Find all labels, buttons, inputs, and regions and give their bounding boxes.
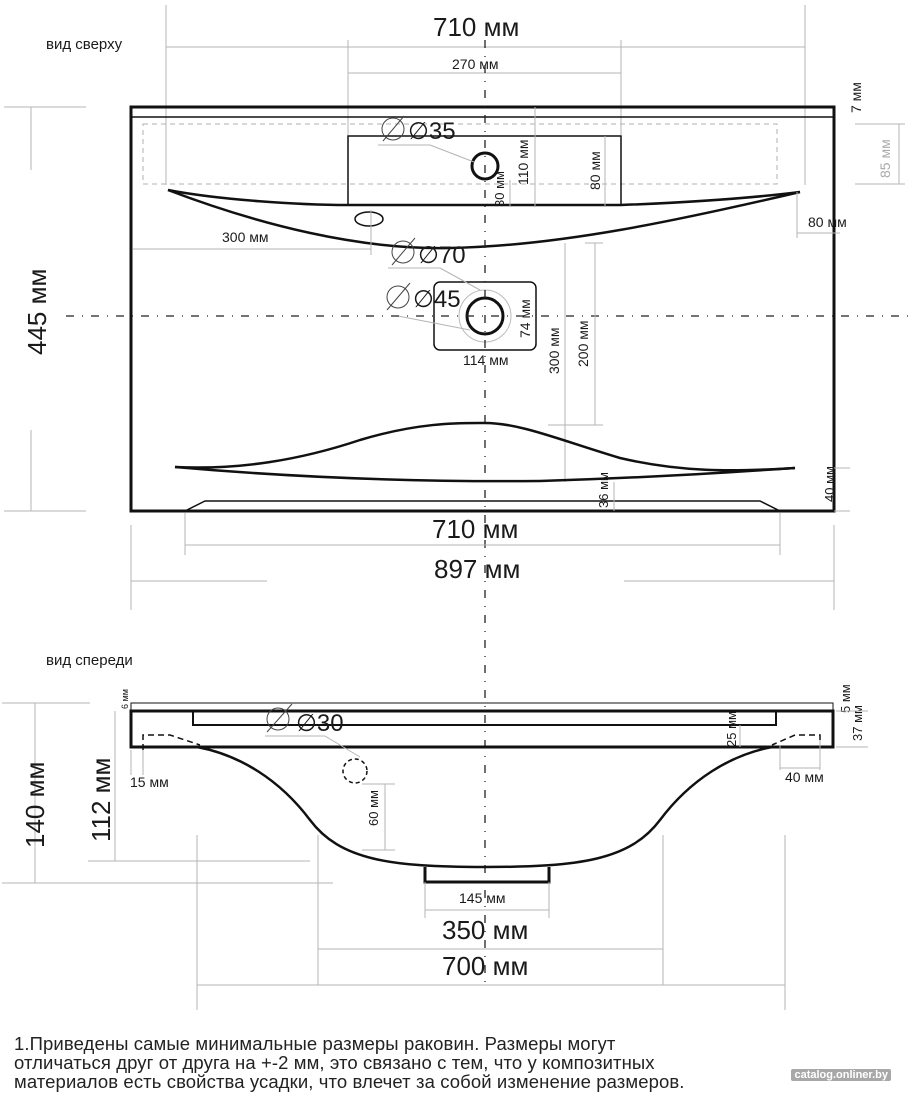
dim-right-40: 40 мм	[785, 769, 824, 785]
dim-depth-300: 300 мм	[546, 328, 562, 375]
disclaimer-note: 1.Приведены самые минимальные размеры ра…	[14, 1034, 874, 1091]
overflow-hole-icon	[342, 758, 368, 784]
dim-445: 445 мм	[22, 269, 52, 355]
dim-tap-80: 80 мм	[587, 151, 603, 190]
dim-drain-70: ∅70	[418, 242, 466, 269]
tap-hole-icon	[470, 151, 500, 181]
dim-lip-5: 5 мм	[838, 684, 853, 713]
dim-overflow-60: 60 мм	[366, 790, 381, 826]
dim-lip-6: 6 мм	[120, 689, 130, 709]
dim-drain-74: 74 мм	[517, 299, 533, 338]
dim-depth-200: 200 мм	[575, 321, 591, 368]
dim-85: 85 мм	[877, 139, 893, 178]
note-line-2: отличаться друг от друга на +-2 мм, это …	[14, 1052, 655, 1073]
dim-edge-37: 37 мм	[850, 705, 865, 741]
dim-tap-110: 110 мм	[515, 140, 531, 185]
overflow-slot	[192, 710, 777, 726]
dim-7: 7 мм	[848, 82, 864, 113]
dim-top-710: 710 мм	[433, 12, 519, 42]
dim-slot-25: 25 мм	[724, 711, 739, 747]
dim-left-15: 15 мм	[130, 774, 169, 790]
dim-270: 270 мм	[452, 56, 499, 72]
dim-tap-30: 30 мм	[492, 171, 507, 207]
front-view-title: вид спереди	[46, 652, 133, 669]
watermark: catalog.onliner.by	[791, 1069, 891, 1081]
note-line-3: материалов есть свойства усадки, что вле…	[14, 1071, 685, 1092]
dim-drain-114: 114 мм	[463, 352, 508, 368]
top-view-outline	[129, 105, 836, 513]
dim-bottom-897: 897 мм	[434, 554, 520, 584]
dim-drain-45: ∅45	[413, 286, 461, 313]
top-view-title: вид сверху	[46, 36, 123, 53]
dim-left-300: 300 мм	[222, 229, 269, 245]
dim-bottom-710: 710 мм	[432, 514, 518, 544]
dim-front-36: 36 мм	[596, 472, 611, 508]
dim-tap-35: ∅35	[408, 118, 456, 145]
dim-overflow-30: ∅30	[296, 710, 344, 737]
note-line-1: 1.Приведены самые минимальные размеры ра…	[14, 1033, 616, 1054]
dim-height-140: 140 мм	[20, 762, 50, 848]
dim-right-80: 80 мм	[808, 214, 847, 230]
overflow-oval-icon	[354, 211, 384, 227]
dim-height-112: 112 мм	[86, 758, 116, 842]
dim-bowl-350: 350 мм	[442, 915, 528, 945]
dim-drain-145: 145 мм	[459, 890, 506, 906]
dim-bowl-700: 700 мм	[442, 951, 528, 981]
dim-front-40: 40 мм	[822, 466, 837, 502]
